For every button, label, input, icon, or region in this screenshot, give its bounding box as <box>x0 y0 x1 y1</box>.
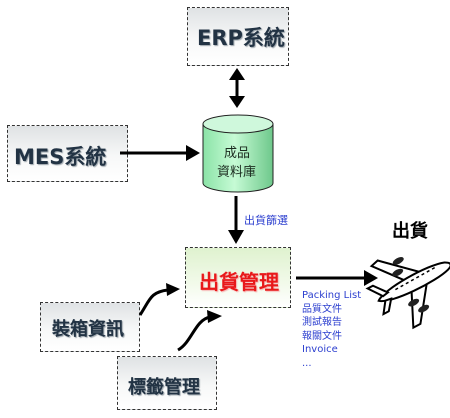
db-label-line2: 資料庫 <box>217 165 257 180</box>
shipping-mgmt-label: 出貨管理 <box>199 270 279 294</box>
document-item: ... <box>302 357 312 369</box>
erp-system-label: ERP系統 <box>197 26 285 50</box>
erp-box <box>187 7 289 66</box>
label-mgmt-box <box>117 356 217 410</box>
document-list: Packing List 品質文件 測試報告 報關文件 Invoice ... <box>302 289 361 370</box>
document-item: 報關文件 <box>302 330 342 342</box>
shipment-label: 出貨 <box>392 221 428 242</box>
document-item: 品質文件 <box>302 303 342 315</box>
database-cylinder <box>202 114 274 193</box>
shipping-to-shipment-arrow <box>296 270 378 286</box>
document-item: Invoice <box>302 344 338 355</box>
packing-curve-arrow <box>138 283 180 316</box>
db-to-shipping-arrow <box>228 196 244 244</box>
mes-box <box>7 125 128 182</box>
db-label-line1: 成品 <box>224 146 251 161</box>
packing-info-box <box>40 302 140 352</box>
packing-info-label: 裝箱資訊 <box>52 319 124 340</box>
mes-system-label: MES系統 <box>14 145 107 169</box>
airplane-icon <box>365 257 450 330</box>
erp-db-double-arrow <box>229 68 245 108</box>
shipping-mgmt-box <box>185 247 291 308</box>
document-item: 測試報告 <box>302 317 342 328</box>
shipping-filter-label: 出貨篩選 <box>244 214 288 227</box>
label-curve-arrow <box>177 310 222 352</box>
document-item: Packing List <box>302 290 362 301</box>
label-mgmt-label: 標籤管理 <box>128 377 200 398</box>
mes-to-db-arrow <box>120 145 200 161</box>
